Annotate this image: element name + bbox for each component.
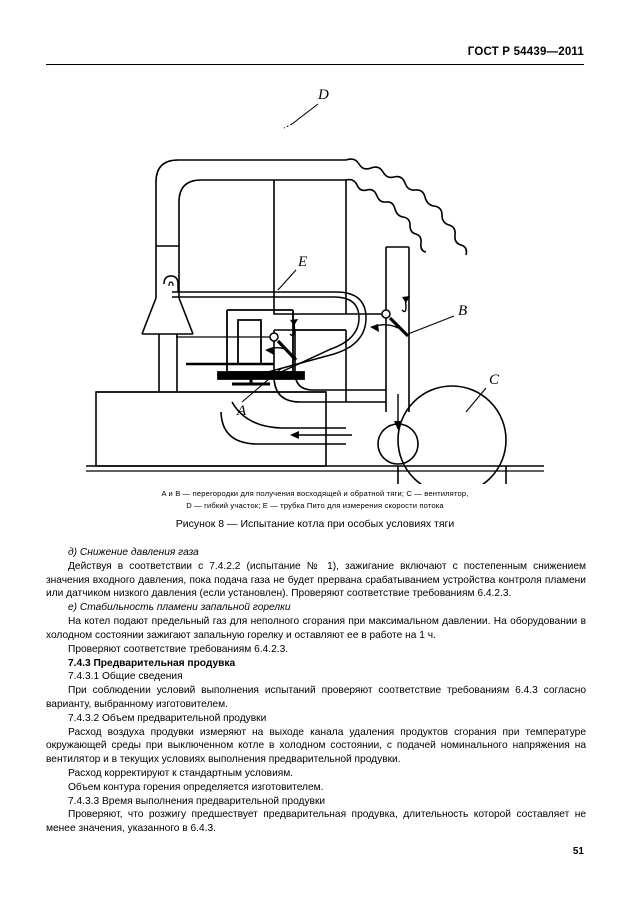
label-d-leader-tip [283, 123, 293, 129]
figure-legend: A и B — перегородки для получения восход… [46, 488, 584, 512]
body-paragraph: е) Стабильность пламени запальной горелк… [68, 602, 291, 614]
damper-b-leader [407, 315, 455, 335]
body-paragraph: 7.4.3 Предварительная продувка [68, 657, 236, 669]
label-d: D [317, 87, 329, 103]
damper-b-vane [388, 316, 410, 338]
figure-leaders [283, 103, 487, 413]
body-paragraph: При соблюдении условий выполнения испыта… [46, 685, 586, 710]
pitot-leader [277, 269, 297, 291]
cone-right-slope [178, 297, 194, 335]
label-b: B [458, 303, 467, 319]
cone-left-slope [141, 297, 157, 335]
damper-b-assembly [370, 296, 455, 338]
flexible-section-d [345, 158, 468, 256]
standard-header: ГОСТ Р 54439—2011 [467, 46, 584, 58]
page-number: 51 [572, 846, 584, 857]
label-c-leader [465, 387, 487, 413]
fan-scroll-outer [397, 385, 507, 484]
manometer-display [237, 319, 262, 365]
damper-a-arrowhead-up [290, 319, 298, 326]
manometer-instrument [217, 309, 305, 386]
body-paragraph: 7.4.3.1 Общие сведения [68, 671, 183, 683]
damper-a-assembly [241, 319, 298, 403]
pitot-tube-line-upper [172, 291, 367, 373]
figure-caption: Рисунок 8 — Испытание котла при особых у… [175, 518, 455, 530]
damper-stub-ducts [176, 336, 274, 366]
duct-outer-wall [155, 159, 346, 246]
label-c: C [489, 372, 500, 388]
pitot-hook-inner [168, 281, 174, 287]
pitot-tube-e [163, 269, 367, 379]
return-duct-upper [231, 401, 346, 429]
damper-b-arrowhead-left [370, 324, 379, 332]
flow-arrow-down-head [394, 421, 402, 430]
right-vertical-duct [385, 246, 410, 412]
figure-8-diagram: A B C D E [46, 72, 584, 484]
flow-arrow-left-head [290, 431, 299, 439]
damper-a-arrowhead-left [265, 347, 274, 355]
flex-inner-corrugation [345, 178, 427, 253]
body-paragraph: На котел подают предельный газ для непол… [46, 616, 586, 641]
pitot-hook-outer [163, 275, 179, 292]
body-paragraph: 7.4.3.2 Объем предварительной продувки [68, 712, 267, 724]
header-rule [46, 64, 584, 65]
body-paragraph: Проверяют, что розжигу предшествует пред… [46, 809, 586, 835]
duct-inner-wall [178, 179, 346, 246]
manometer-base [217, 371, 305, 380]
return-duct-lower [220, 411, 346, 445]
flow-arrows [290, 394, 402, 439]
body-paragraph: Проверяют соответствие требованиям 6.4.2… [68, 643, 289, 655]
body-paragraph: Расход воздуха продувки измеряют на выхо… [46, 726, 586, 766]
damper-a-pivot [269, 332, 279, 342]
label-e: E [297, 254, 307, 270]
label-d-leader [291, 103, 319, 125]
legend-line-2: D — гибкий участок; E — трубка Пито для … [186, 500, 444, 510]
body-paragraph: Расход корректируют к стандартным услови… [68, 768, 294, 779]
body-paragraph: Действуя в соответствии с 7.4.2.2 (испыт… [46, 560, 586, 600]
damper-b-arrowhead-up [402, 296, 410, 303]
figure-label-letters: A B C D E [236, 87, 500, 419]
fan-housing-c [377, 385, 507, 484]
flex-outer-corrugation [345, 158, 468, 256]
upper-plenum [273, 180, 386, 315]
pitot-tube-line-lower [172, 296, 360, 379]
upper-plenum-left-and-bottom [273, 180, 386, 315]
legend-line-1: A и B — перегородки для получения восход… [161, 489, 469, 498]
return-duct-to-fan [220, 401, 346, 445]
body-paragraph: 7.4.3.3 Время выполнения предварительной… [68, 795, 326, 807]
damper-b-pivot [381, 309, 391, 319]
boiler-draught-test-drawing: A B C D E [86, 87, 544, 484]
body-paragraph: Объем контура горения определяется изгот… [68, 781, 324, 793]
boiler-body [95, 391, 327, 467]
label-a: A [236, 403, 247, 419]
body-paragraph: д) Снижение давления газа [68, 547, 199, 558]
